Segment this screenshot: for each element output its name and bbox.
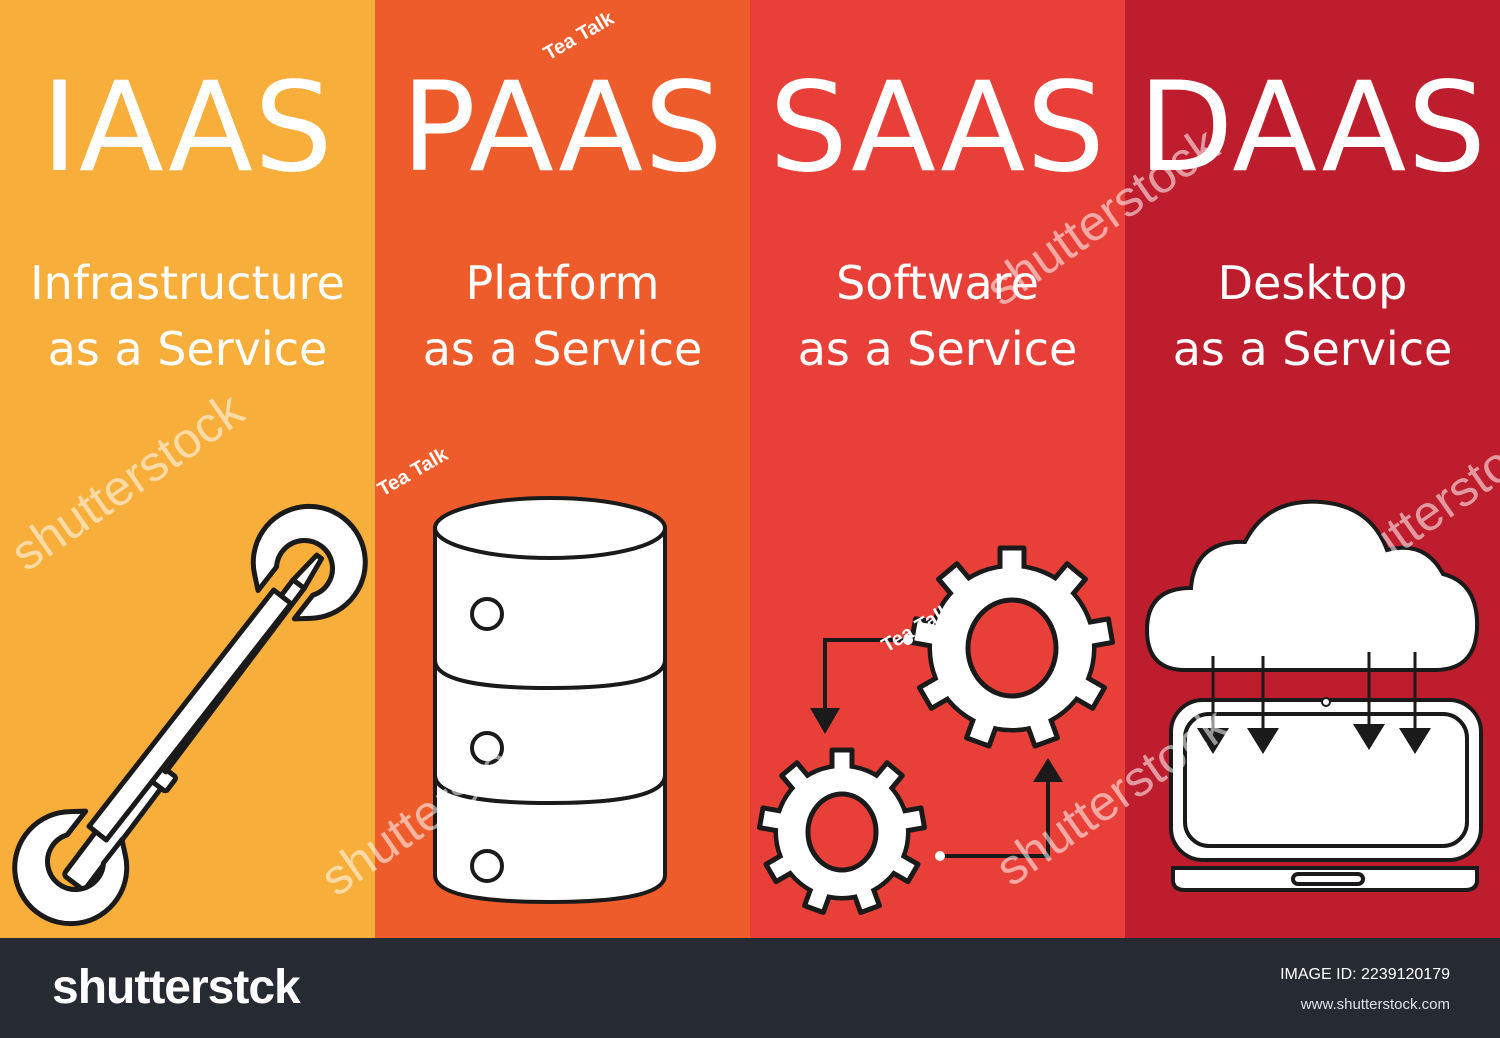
- cloud-laptop-icon: [1144, 499, 1483, 892]
- service-panels: IAAS Infrastructure as a Service: [0, 0, 1500, 938]
- panel-description: Software as a Service: [797, 256, 1078, 376]
- tools-icon: [12, 503, 368, 927]
- panel-abbr: IAAS: [41, 56, 334, 200]
- panel-abbr: DAAS: [1137, 56, 1488, 200]
- panel-abbr: SAAS: [769, 56, 1106, 200]
- brand-logo: shutterstck: [52, 961, 301, 1014]
- site-url: www.shutterstock.com: [1300, 996, 1450, 1013]
- gears-icon: [757, 545, 1116, 915]
- panel-description: Platform as a Service: [422, 256, 703, 376]
- panel-paas: PAAS Platform as a Service: [375, 0, 750, 938]
- image-id: IMAGE ID: 2239120179: [1280, 966, 1450, 983]
- panel-daas: DAAS Desktop as a Service: [1125, 0, 1500, 938]
- panel-abbr: PAAS: [401, 56, 724, 200]
- panel-description: Infrastructure as a Service: [30, 256, 345, 376]
- footer-bar: shutterstck IMAGE ID: 2239120179 www.shu…: [0, 938, 1500, 1038]
- database-icon: [433, 496, 667, 905]
- panel-saas: SAAS Software as a Service: [750, 0, 1125, 938]
- panel-description: Desktop as a Service: [1172, 256, 1453, 376]
- panel-iaas: IAAS Infrastructure as a Service: [0, 0, 375, 938]
